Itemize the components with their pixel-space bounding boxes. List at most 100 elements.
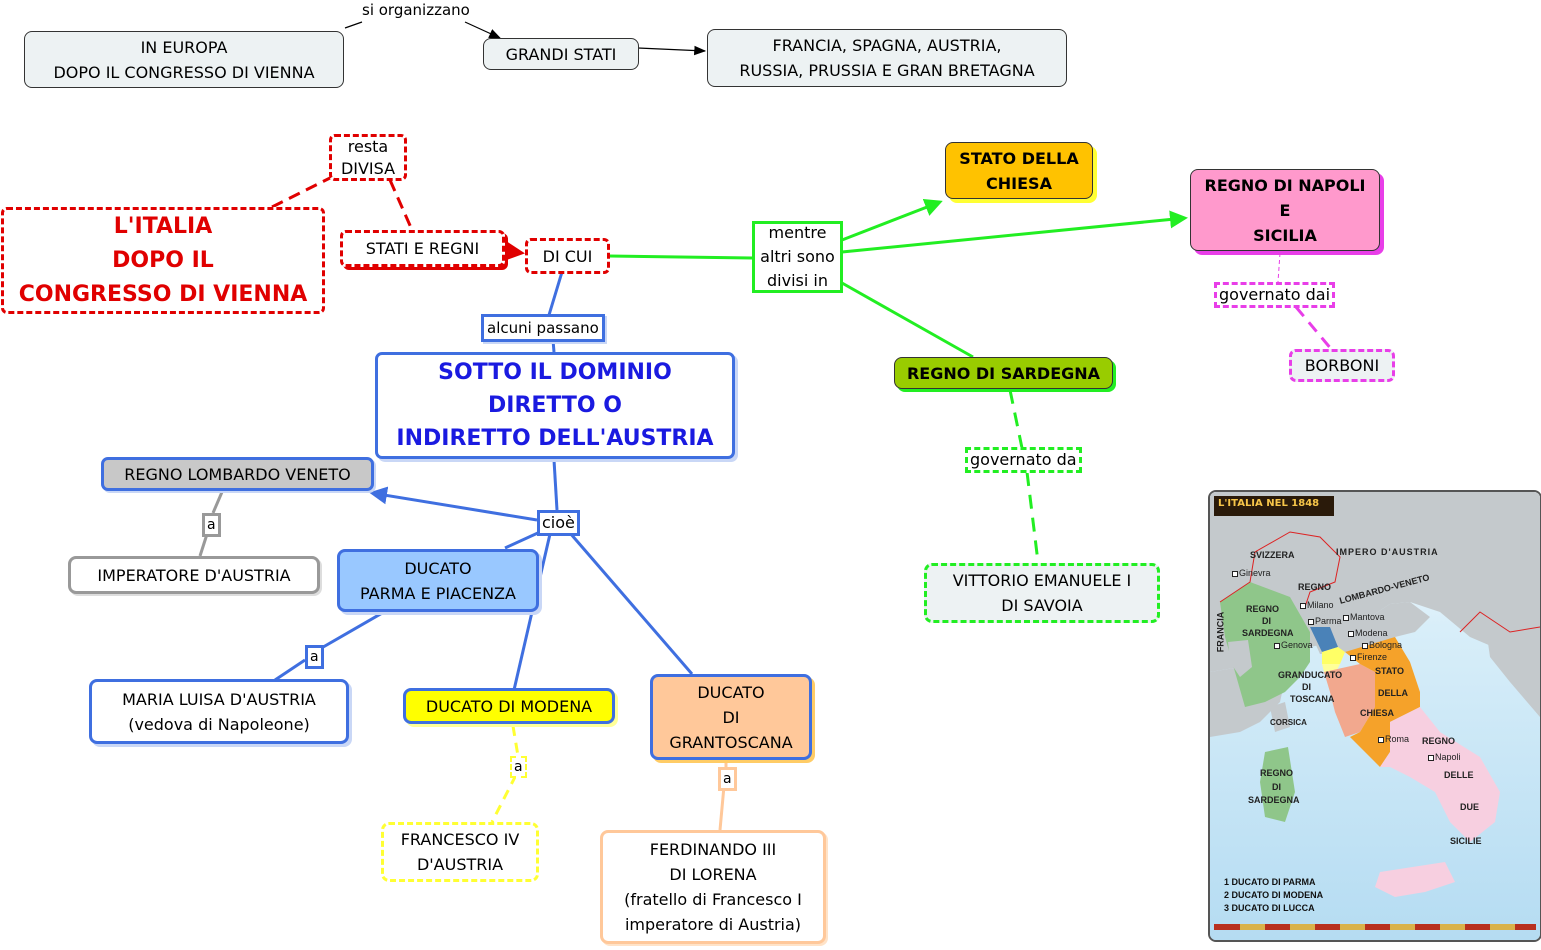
map-label-stato-3: CHIESA [1360, 708, 1395, 718]
node-text-line: DOPO IL CONGRESSO DI VIENNA [53, 62, 315, 82]
link-alcuni-to-dominio [551, 339, 556, 353]
node-regno-lombardo-veneto[interactable]: REGNO LOMBARDO VENETO [101, 457, 374, 491]
label-cioe[interactable]: cioè [537, 510, 580, 536]
link-parma-to-a [317, 610, 385, 652]
map-sardinia [1260, 747, 1295, 822]
map-label-gran-3: TOSCANA [1290, 694, 1335, 704]
link-grandi-stati-to-list [637, 45, 707, 56]
map-legend-1: 1 DUCATO DI PARMA [1224, 877, 1316, 887]
map-label-isl-3: SARDEGNA [1248, 795, 1300, 805]
map-region-chiesa [1345, 637, 1420, 767]
node-ferdinando-iii[interactable]: FERDINANDO III DI LORENA (fratello di Fr… [600, 830, 826, 944]
map-label-impero: IMPERO D'AUSTRIA [1336, 547, 1439, 557]
label-alcuni-passano[interactable]: alcuni passano [481, 314, 605, 342]
map-city-modena: Modena [1348, 628, 1388, 638]
map-label-gran-1: GRANDUCATO [1278, 670, 1343, 680]
map-corsica [1270, 702, 1290, 732]
map-label-isl-1: REGNO [1260, 768, 1294, 778]
node-francesco-iv[interactable]: FRANCESCO IV D'AUSTRIA [381, 822, 539, 882]
link-sardegna-to-governato [1008, 389, 1024, 449]
map-region-toscana [1324, 664, 1375, 737]
map-bottom-stripe [1214, 924, 1536, 930]
node-text-line: DUCATO DI MODENA [425, 696, 593, 716]
node-regno-di-sardegna[interactable]: REGNO DI SARDEGNA [894, 357, 1113, 389]
blue-links [274, 271, 694, 691]
node-maria-luisa[interactable]: MARIA LUISA D'AUSTRIA (vedova di Napoleo… [89, 679, 349, 744]
node-text-line: MARIA LUISA D'AUSTRIA [122, 689, 316, 709]
node-stati-e-regni[interactable]: STATI E REGNI [340, 230, 505, 267]
label-governato-da[interactable]: governato da [965, 447, 1082, 473]
node-text-line: VITTORIO EMANUELE I [952, 571, 1132, 590]
node-stato-della-chiesa[interactable]: STATO DELLA CHIESA [945, 142, 1093, 199]
link-to-sardegna [841, 281, 974, 359]
node-text-line: SOTTO IL DOMINIO [438, 360, 672, 385]
node-grandi-stati[interactable]: GRANDI STATI [483, 38, 639, 70]
map-italia-1848[interactable]: L'ITALIA NEL 1848 SVIZZERA IMPERO D'AUST… [1208, 490, 1541, 942]
node-text-line: IN EUROPA [140, 37, 228, 57]
label-mentre-altri-sono-divisi-in[interactable]: mentre altri sono divisi in [752, 221, 843, 293]
red-links [271, 176, 414, 231]
link-a-to-francesco [490, 774, 518, 823]
map-title: L'ITALIA NEL 1848 [1218, 498, 1320, 509]
map-label-francia: FRANCIA [1215, 611, 1226, 653]
node-text-line: REGNO LOMBARDO VENETO [124, 464, 351, 484]
node-text-line: imperatore di Austria) [624, 915, 802, 934]
node-italia-main[interactable]: L'ITALIA DOPO IL CONGRESSO DI VIENNA [1, 207, 325, 314]
node-text-line: mentre [768, 223, 827, 242]
node-text-line: D'AUSTRIA [416, 855, 504, 874]
link-modena-to-a [511, 725, 520, 757]
label-a-lombardo[interactable]: a [202, 513, 221, 537]
label-resta-divisa[interactable]: resta DIVISA [329, 134, 407, 181]
node-sotto-il-dominio[interactable]: SOTTO IL DOMINIO DIRETTO O INDIRETTO DEL… [375, 352, 735, 459]
label-a-modena[interactable]: a [510, 756, 527, 778]
node-borboni[interactable]: BORBONI [1289, 349, 1395, 382]
node-text-line: DIVISA [340, 158, 396, 178]
link-napoli-to-governato [1277, 252, 1281, 283]
map-city-genova: Genova [1274, 640, 1313, 650]
map-city-mantova: Mantova [1343, 612, 1385, 622]
map-label-sard-1: REGNO [1246, 604, 1280, 614]
map-label-regno-lv: REGNO [1298, 582, 1332, 592]
node-text-line: DI LORENA [669, 865, 757, 884]
map-label-due-2: DELLE [1444, 770, 1474, 780]
node-ducato-grantoscana[interactable]: DUCATO DI GRANTOSCANA [650, 674, 812, 760]
node-di-cui[interactable]: DI CUI [525, 238, 610, 274]
node-ducato-di-modena[interactable]: DUCATO DI MODENA [403, 688, 615, 724]
node-imperatore-d-austria[interactable]: IMPERATORE D'AUSTRIA [68, 556, 320, 594]
node-text-line: FRANCIA, SPAGNA, AUSTRIA, [772, 36, 1002, 55]
label-a-toscana[interactable]: a [718, 767, 737, 791]
node-text-line: REGNO DI SARDEGNA [906, 363, 1101, 383]
link-italia-to-resta [271, 176, 331, 209]
yellow-link [490, 725, 520, 823]
node-text-line: CONGRESSO DI VIENNA [18, 281, 308, 307]
link-stati-to-dicui [499, 238, 525, 263]
map-city-parma: Parma [1308, 616, 1342, 626]
node-text-line: GRANDI STATI [505, 44, 617, 64]
map-balkans [1485, 622, 1540, 717]
node-text-line: STATO DELLA [959, 148, 1079, 168]
link-dominio-to-cioe [552, 459, 559, 511]
node-vittorio-emanuele[interactable]: VITTORIO EMANUELE I DI SAVOIA [924, 563, 1160, 623]
node-text-line: (fratello di Francesco I [624, 890, 802, 909]
label-governato-dai[interactable]: governato dai [1214, 282, 1336, 308]
map-city-roma: Roma [1378, 734, 1409, 744]
node-text-line: INDIRETTO DELL'AUSTRIA [396, 426, 714, 451]
map-border-svizzera [1219, 531, 1341, 608]
link-europe-to-label [344, 21, 363, 29]
map-label-sard-2: DI [1262, 616, 1271, 626]
node-text-line: L'ITALIA [113, 213, 213, 239]
node-ducato-parma-piacenza[interactable]: DUCATO PARMA E PIACENZA [337, 549, 539, 612]
label-a-parma[interactable]: a [305, 645, 324, 669]
node-states-list[interactable]: FRANCIA, SPAGNA, AUSTRIA, RUSSIA, PRUSSI… [707, 29, 1067, 87]
node-text-line: DI [722, 707, 740, 727]
map-region-due-sicilie [1380, 707, 1500, 842]
node-text-line: CHIESA [986, 173, 1052, 193]
map-region-sardegna [1220, 582, 1310, 707]
node-regno-napoli-sicilia[interactable]: REGNO DI NAPOLI E SICILIA [1190, 169, 1380, 251]
map-label-stato-2: DELLA [1378, 688, 1408, 698]
map-city-napoli: Napoli [1428, 752, 1461, 762]
node-in-europa[interactable]: IN EUROPA DOPO IL CONGRESSO DI VIENNA [24, 31, 344, 88]
map-label-svizzera: SVIZZERA [1250, 550, 1295, 560]
map-region-parma [1310, 627, 1338, 652]
